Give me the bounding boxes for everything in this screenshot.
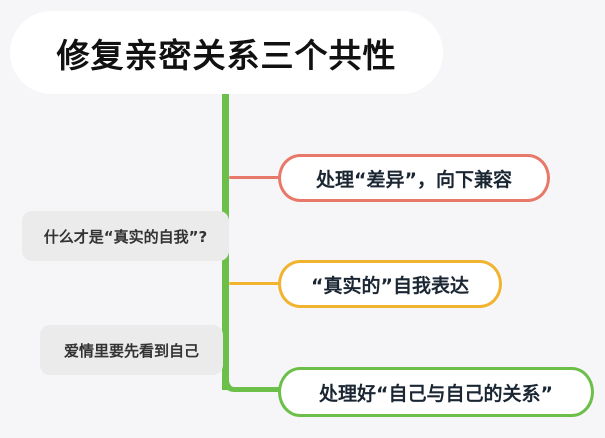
trunk-connector-green xyxy=(222,378,280,392)
root-topic[interactable]: 修复亲密关系三个共性 xyxy=(10,11,443,94)
branch-topic-differences[interactable]: 处理“差异”，向下兼容 xyxy=(278,154,550,202)
connector-red xyxy=(229,176,279,179)
connector-yellow xyxy=(229,282,279,285)
note-label: 爱情里要先看到自己 xyxy=(63,341,199,360)
root-topic-title: 修复亲密关系三个共性 xyxy=(56,35,397,75)
branch-label: 处理“差异”，向下兼容 xyxy=(316,168,512,191)
branch-label: 处理好“自己与自己的关系” xyxy=(319,382,553,405)
branch-label: “真实的”自我表达 xyxy=(311,274,469,297)
branch-topic-self-expression[interactable]: “真实的”自我表达 xyxy=(278,260,502,308)
note-label: 什么才是“真实的自我”? xyxy=(43,227,208,246)
note-true-self[interactable]: 什么才是“真实的自我”? xyxy=(22,211,229,261)
note-see-yourself[interactable]: 爱情里要先看到自己 xyxy=(40,325,223,375)
branch-topic-self-relationship[interactable]: 处理好“自己与自己的关系” xyxy=(278,367,594,417)
